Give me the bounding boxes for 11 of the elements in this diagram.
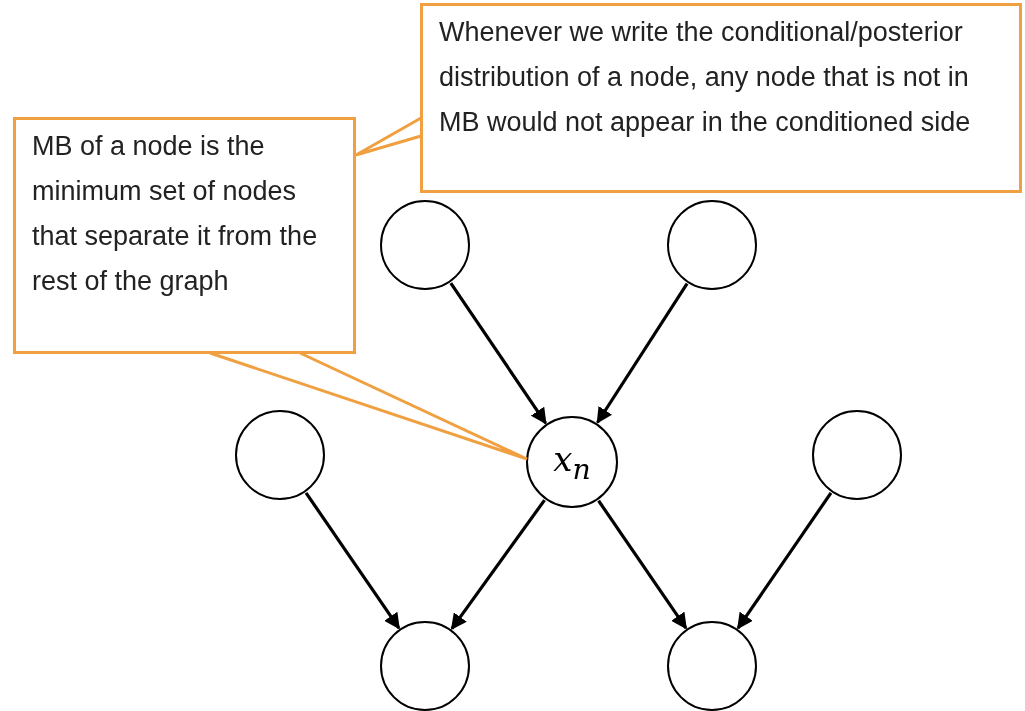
arrow <box>304 492 401 630</box>
arrow <box>450 499 546 630</box>
callout-text: MB of a node is the minimum set of nodes that separate it from the rest of the graph <box>32 131 318 296</box>
callout-box <box>13 117 356 354</box>
callout-box <box>420 3 1022 193</box>
variable-label: x$_{n}$ <box>553 438 591 486</box>
arrow <box>596 282 689 424</box>
callout-text: Whenever we write the conditional/posterior distribution of a node, any node that is not in MB would not appear in the conditioned side <box>439 17 971 137</box>
arrow <box>449 282 547 425</box>
arrow <box>597 499 688 630</box>
arrow <box>736 492 833 630</box>
